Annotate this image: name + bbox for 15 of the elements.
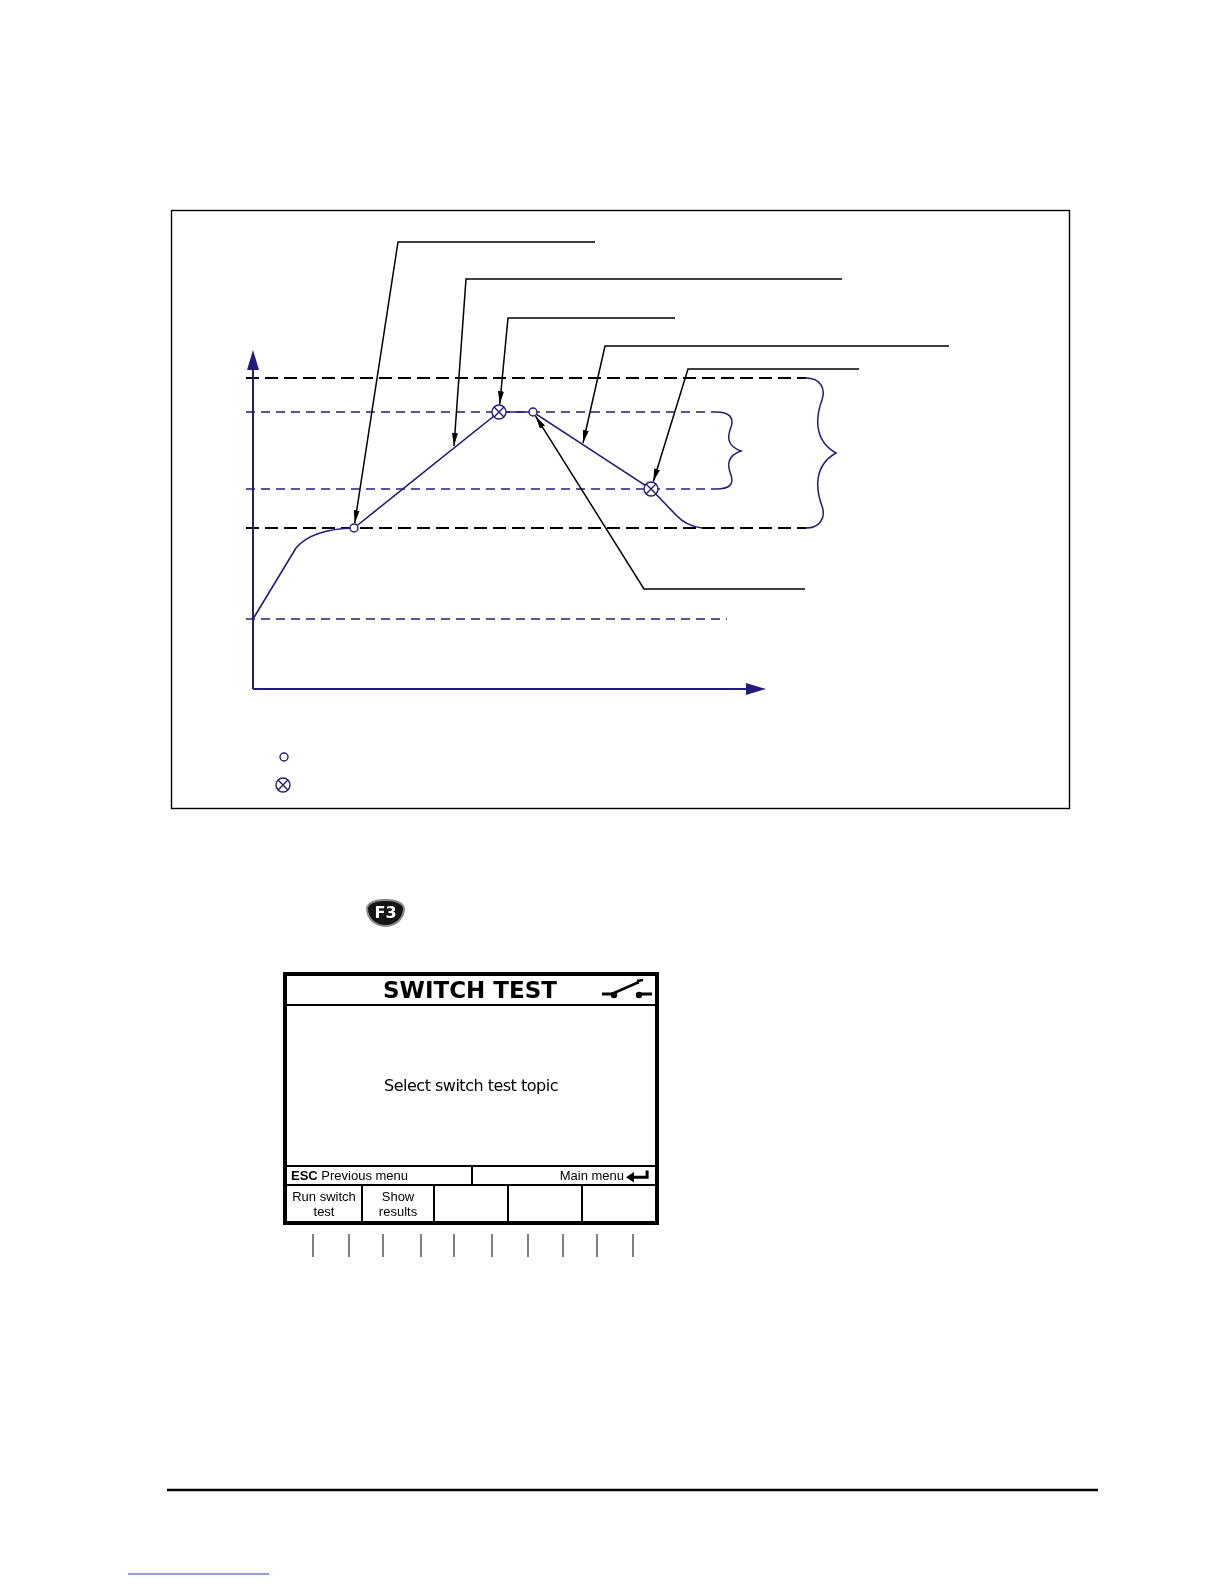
screen-message: Select switch test topic bbox=[384, 1076, 558, 1096]
softkey-label: Run switch test bbox=[291, 1188, 357, 1219]
circle-marker bbox=[349, 523, 359, 533]
function-key: F3 bbox=[366, 899, 405, 927]
leader-arrow bbox=[353, 241, 596, 524]
leader-arrow bbox=[534, 415, 806, 590]
crossed-circle-marker bbox=[643, 481, 659, 497]
screen-title: SWITCH TEST bbox=[383, 977, 557, 1003]
leader-arrow bbox=[498, 317, 676, 405]
main-menu-hint: Main menu bbox=[559, 1167, 624, 1184]
crossed-circle-marker bbox=[491, 404, 507, 420]
esc-hint: ESC Previous menu bbox=[291, 1167, 409, 1184]
leader-arrow bbox=[652, 368, 860, 483]
circle-marker bbox=[528, 407, 538, 417]
softkey-label: Show results bbox=[377, 1188, 419, 1219]
